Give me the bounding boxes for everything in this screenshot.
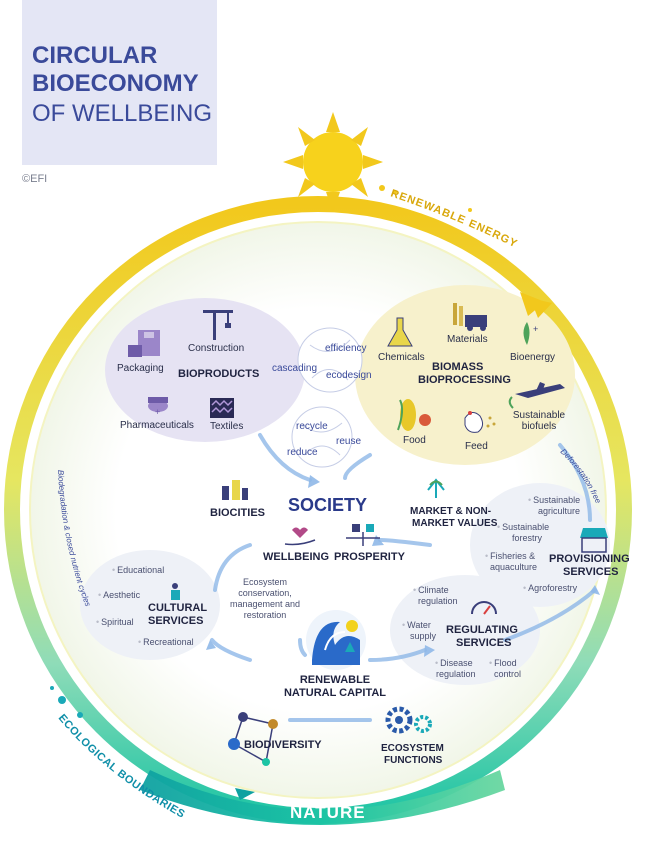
chemicals-icon: [387, 317, 413, 347]
provisioning-heading-2: SERVICES: [563, 566, 619, 578]
fisheries-label-2: aquaculture: [490, 562, 538, 572]
packaging-icon: [128, 330, 160, 357]
market-values-label-2: MARKET VALUES: [412, 518, 498, 529]
nature-band: [140, 770, 505, 825]
disease-regulation-label-2: regulation: [436, 669, 476, 679]
packaging-label: Packaging: [117, 363, 164, 374]
sustainable-agriculture-label-1: Sustainable: [528, 495, 580, 506]
nature-label: NATURE: [290, 803, 366, 822]
corn-icon: [397, 399, 431, 431]
provisioning-cloud: [470, 483, 610, 607]
prosperity-label: PROSPERITY: [334, 551, 405, 563]
sustainable-agriculture-label-2: agriculture: [538, 506, 581, 516]
construction-label: Construction: [188, 343, 245, 354]
biomass-heading-2: BIOPROCESSING: [418, 374, 511, 386]
chicken-icon: [464, 411, 496, 433]
svg-text:+: +: [155, 407, 160, 417]
regulating-heading-1: REGULATING: [446, 624, 518, 636]
ecosystem-functions-label-1: ECOSYSTEM: [381, 743, 444, 754]
ecosystem-functions-label-2: FUNCTIONS: [384, 755, 443, 766]
crane-icon: [203, 310, 233, 340]
bioproducts-heading: BIOPRODUCTS: [178, 368, 260, 380]
ecosystem-mgmt-line-1: Ecosystem: [242, 577, 287, 587]
bioenergy-label: Bioenergy: [510, 352, 556, 363]
title-line-3: OF WELLBEING: [32, 100, 213, 127]
cultural-cloud: [80, 550, 220, 660]
svg-text:+: +: [533, 324, 538, 334]
fisheries-label-1: Fisheries &: [485, 551, 535, 562]
materials-label: Materials: [447, 334, 488, 345]
chemicals-label: Chemicals: [378, 352, 425, 363]
climate-regulation-label-1: Climate: [413, 585, 449, 596]
cascading-circle: [297, 327, 363, 393]
ecosystem-mgmt-line-2: conservation,: [238, 588, 292, 598]
cultural-heading-1: CULTURAL: [148, 602, 208, 614]
food-label: Food: [403, 435, 426, 446]
ring-arrowheads: [520, 292, 552, 318]
ecological-dots: [50, 686, 83, 718]
ecodesign-label: ecodesign: [326, 370, 372, 381]
reduce-label: reduce: [287, 447, 318, 458]
pharmaceuticals-icon: +: [148, 397, 168, 417]
prosperity-icon: [346, 524, 380, 546]
capital-label-1: RENEWABLE: [299, 674, 371, 686]
title-box: CIRCULAR BIOECONOMY OF WELLBEING: [22, 0, 217, 165]
title-line-1: CIRCULAR: [32, 42, 158, 69]
cascading-label: cascading: [272, 363, 318, 374]
textiles-label: Textiles: [210, 421, 244, 432]
capital-label-2: NATURAL CAPITAL: [283, 687, 387, 699]
provisioning-heading-1: PROVISIONING: [549, 553, 630, 565]
biofuels-label-2: biofuels: [521, 421, 557, 432]
sun-icon: [283, 112, 383, 212]
biodiversity-network-icon: [228, 712, 278, 766]
gears-icon: [385, 706, 432, 734]
flood-control-label-2: control: [494, 669, 522, 679]
gauge-icon: [471, 601, 497, 615]
biofuels-label-1: Sustainable: [512, 410, 566, 421]
aesthetic-label: Aesthetic: [98, 590, 140, 601]
feed-label: Feed: [465, 441, 488, 452]
efficiency-label: efficiency: [325, 343, 367, 354]
sustainable-forestry-label-2: forestry: [512, 533, 543, 543]
biodiversity-label: BIODIVERSITY: [244, 739, 322, 751]
agroforestry-label: Agroforestry: [523, 583, 577, 594]
flood-control-label-1: Flood: [489, 658, 517, 669]
wellbeing-icon: [284, 527, 316, 546]
biomass-heading-1: BIOMASS: [432, 361, 484, 373]
market-values-icon: [427, 478, 445, 498]
society-heading: SOCIETY: [288, 495, 368, 515]
textiles-icon: [210, 398, 234, 418]
water-supply-label-1: Water: [402, 620, 431, 631]
wellbeing-label: WELLBEING: [263, 551, 329, 563]
regulating-heading-2: SERVICES: [456, 637, 512, 649]
airplane-icon: [508, 382, 565, 409]
ecosystem-mgmt-line-3: management and: [229, 599, 301, 609]
market-values-label-1: MARKET & NON-: [410, 506, 492, 517]
cultural-heading-2: SERVICES: [148, 615, 204, 627]
recycle-label: recycle: [296, 421, 328, 432]
title-line-2: BIOECONOMY: [32, 70, 199, 97]
spiritual-label: Spiritual: [96, 617, 134, 628]
educational-label: Educational: [112, 565, 164, 576]
water-supply-label-2: supply: [410, 631, 437, 641]
biocities-label: BIOCITIES: [210, 507, 266, 519]
bioenergy-icon: +: [523, 322, 538, 345]
wave-icon: [306, 610, 366, 670]
recreational-label: Recreational: [138, 637, 194, 648]
copyright: ©EFI: [22, 173, 48, 185]
person-icon: [171, 583, 180, 600]
ecosystem-mgmt-line-4: restoration: [243, 610, 287, 620]
climate-regulation-label-2: regulation: [418, 596, 458, 606]
sustainable-forestry-label-1: Sustainable: [497, 522, 549, 533]
disease-regulation-label-1: Disease: [435, 658, 473, 669]
market-stall-icon: [580, 528, 608, 553]
flow-arrows: [210, 433, 597, 722]
pharmaceuticals-label: Pharmaceuticals: [120, 420, 194, 431]
materials-icon: [453, 303, 487, 331]
reuse-label: reuse: [336, 436, 362, 447]
biocities-icon: [222, 480, 248, 500]
